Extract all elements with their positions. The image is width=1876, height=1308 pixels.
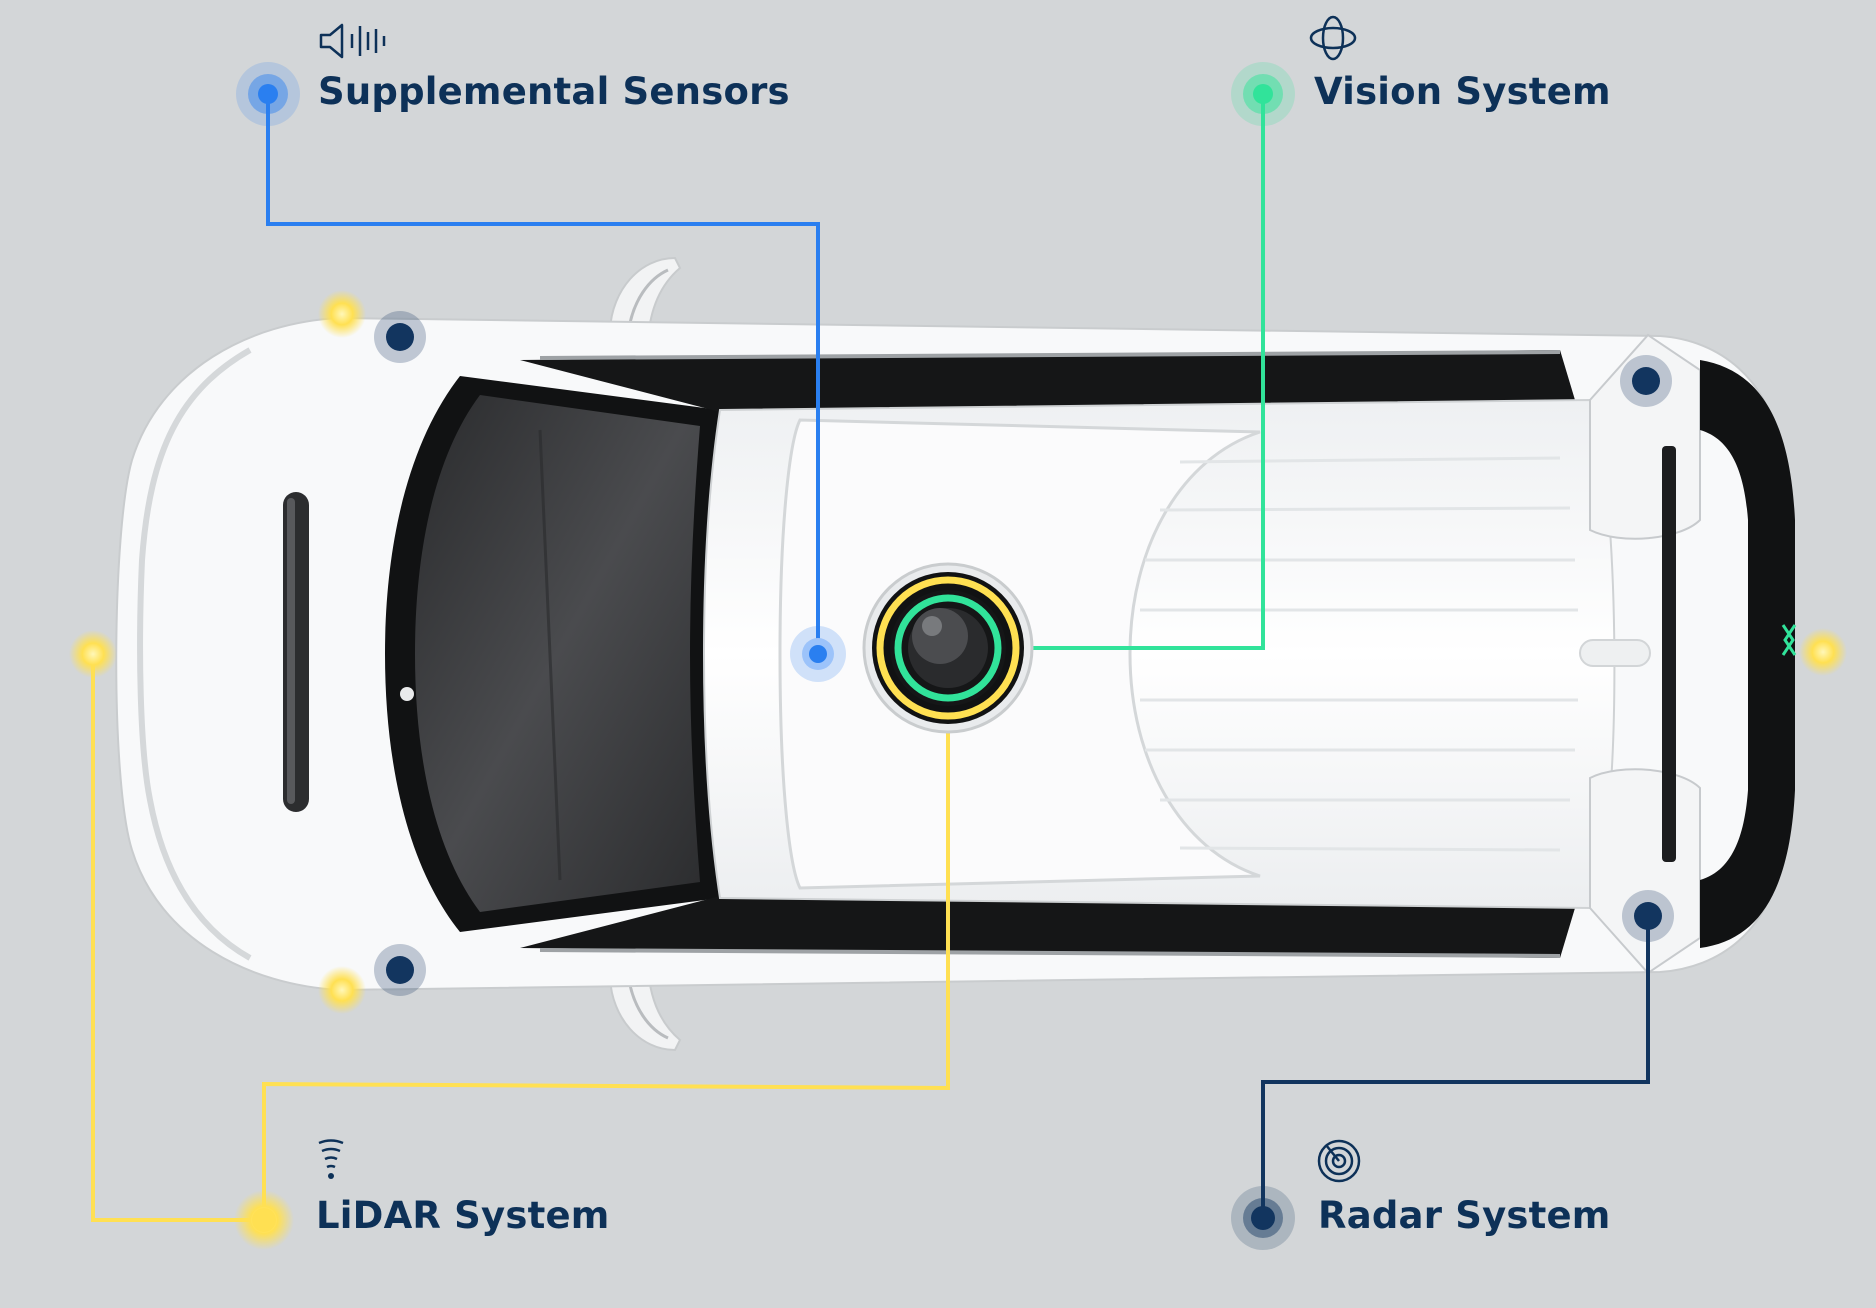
lidar-sensor-front-top	[318, 290, 366, 338]
supplemental-connector	[266, 94, 820, 654]
lidar-system-label: LiDAR System	[316, 1194, 610, 1237]
speaker-waveform-icon	[319, 23, 386, 59]
vision-system-label: Vision System	[1314, 70, 1611, 113]
radar-sensor-front-bottom	[374, 944, 426, 996]
radar-label-dot	[1231, 1186, 1295, 1250]
globe-orbit-icon	[1309, 15, 1357, 61]
supplemental-sensors-label: Supplemental Sensors	[318, 70, 790, 113]
lidar-dome	[862, 562, 1034, 734]
radar-connector	[1261, 916, 1650, 1218]
lidar-sensor-rear	[1799, 628, 1847, 676]
vision-connector	[948, 94, 1265, 650]
radar-sensor-rear-top	[1620, 355, 1672, 407]
lidar-sensor-front-bottom	[318, 966, 366, 1014]
lidar-connector-top	[262, 720, 950, 1220]
roof-ribs	[1140, 456, 1578, 852]
lidar-connector-left	[91, 654, 264, 1222]
radar-system-label: Radar System	[1318, 1194, 1611, 1237]
side-window-bottom	[520, 896, 1575, 958]
vision-label-dot	[1231, 62, 1295, 126]
radar-target-icon	[1317, 1139, 1361, 1183]
supplemental-label-dot	[236, 62, 300, 126]
rear-window	[1700, 360, 1795, 948]
lidar-signal-icon	[318, 1139, 344, 1179]
lidar-sensor-front	[69, 630, 117, 678]
lidar-label-dot	[234, 1190, 294, 1250]
supplemental-sensor-marker	[790, 626, 846, 682]
radar-sensor-front-top	[374, 311, 426, 363]
radar-sensor-rear-bottom	[1622, 890, 1674, 942]
hood-vent	[283, 492, 309, 812]
side-window-top	[520, 350, 1575, 412]
rear-logo-icon	[1781, 624, 1797, 656]
